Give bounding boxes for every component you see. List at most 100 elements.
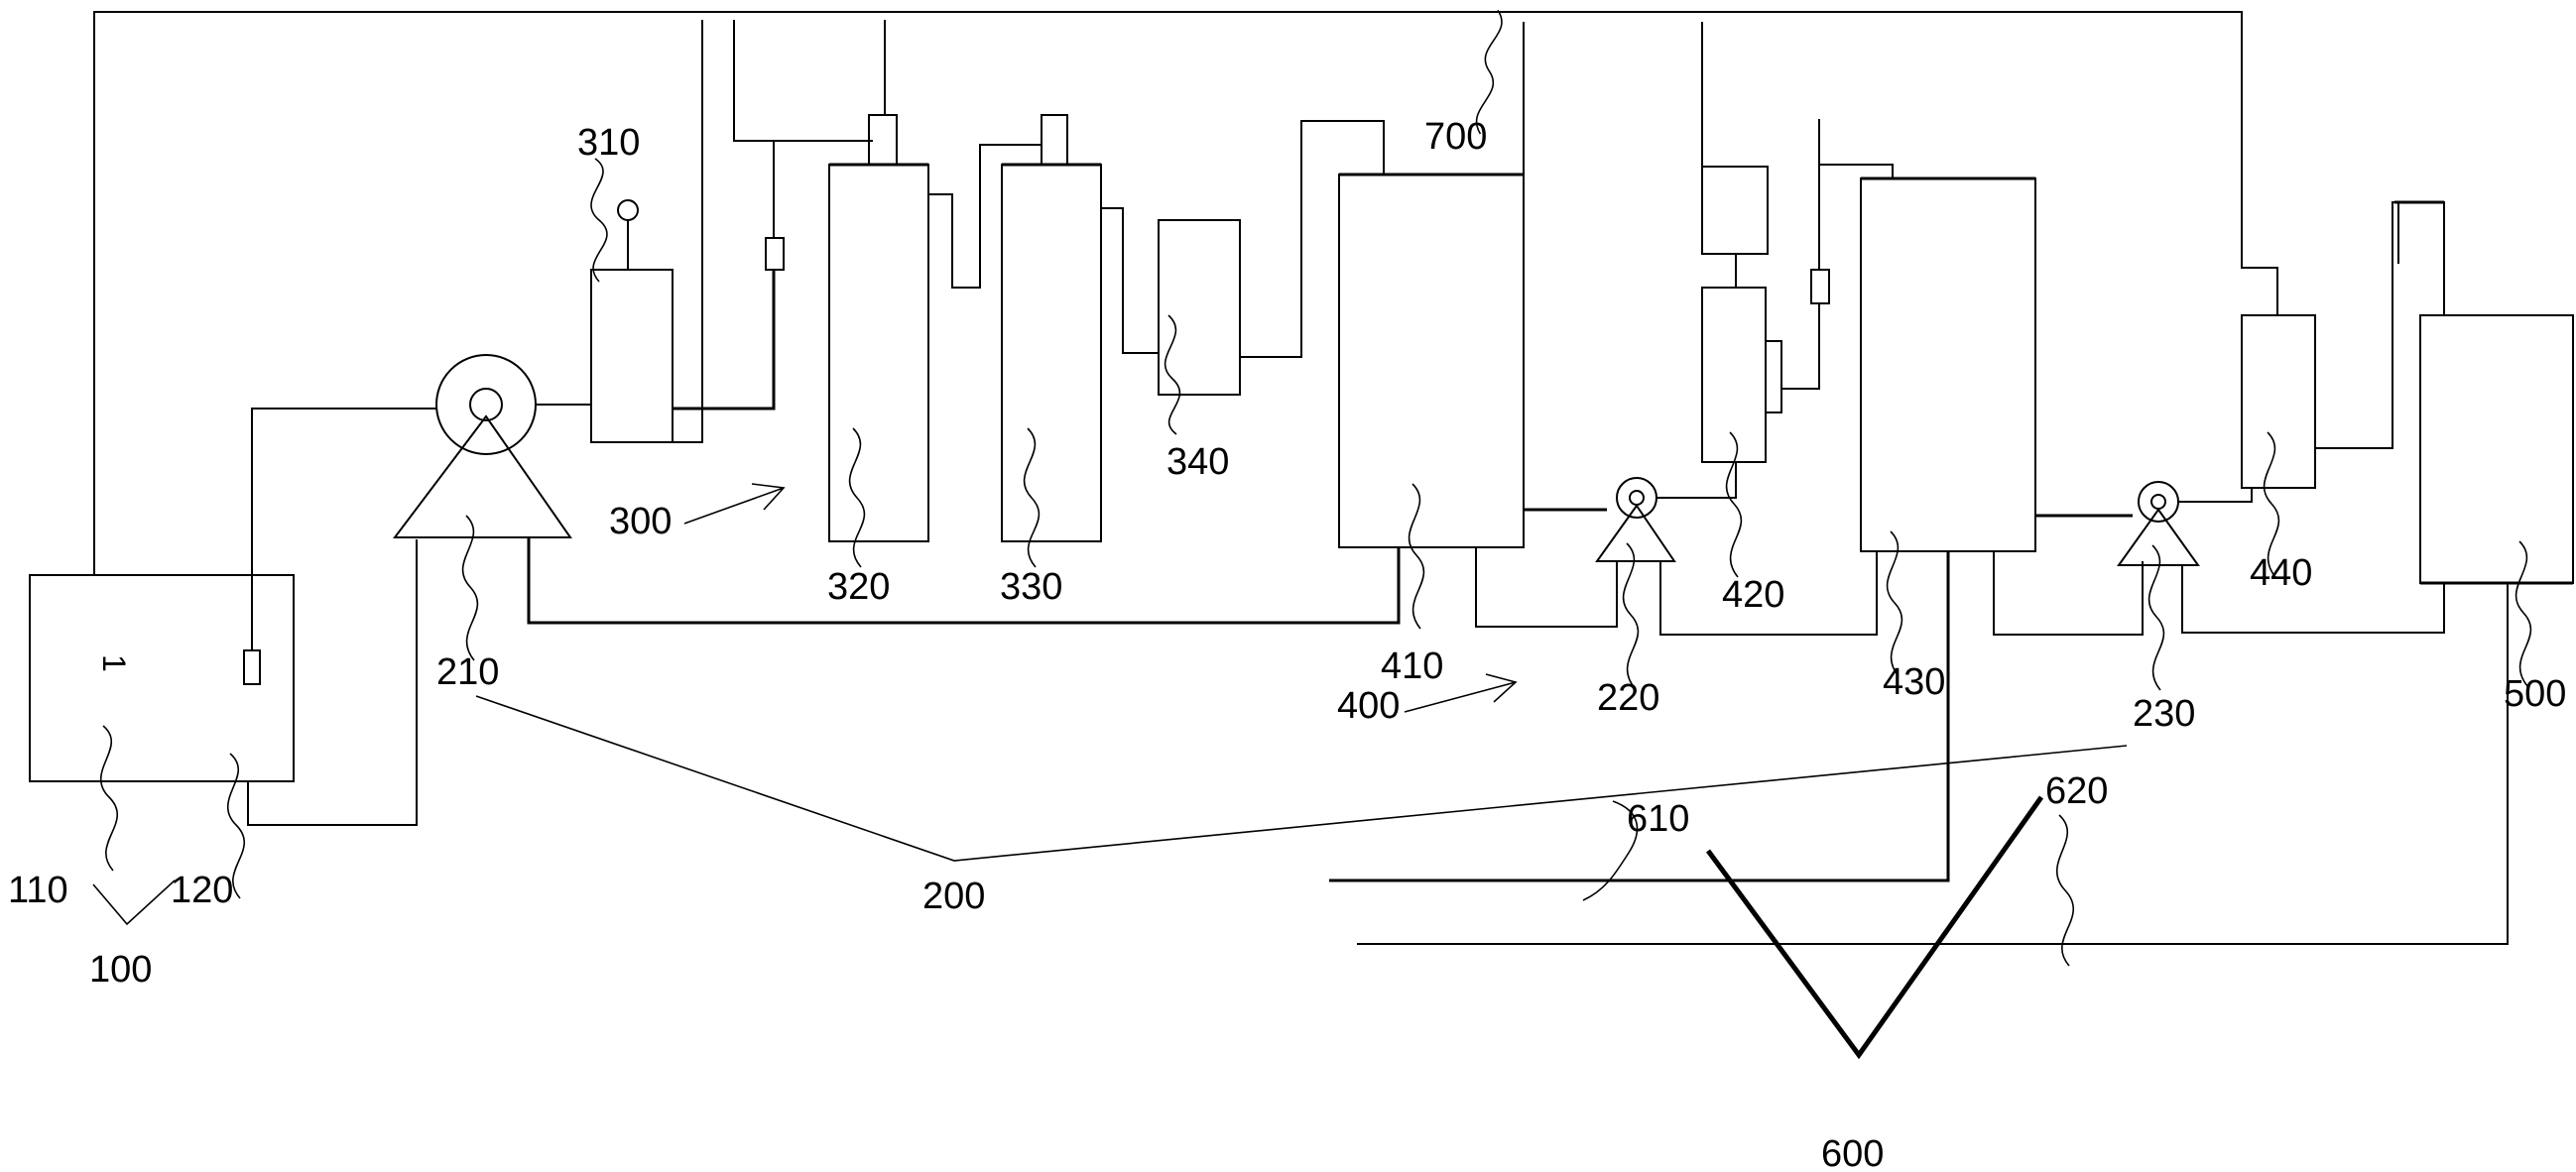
unit-420-out xyxy=(1781,303,1820,390)
filter-440 xyxy=(2241,314,2316,489)
riser-310 xyxy=(673,20,703,443)
tank-500 xyxy=(2394,200,2574,585)
arrow-400-shaft xyxy=(1404,681,1517,713)
tank-100 xyxy=(29,11,2278,826)
label-320: 320 xyxy=(827,566,890,608)
label-340: 340 xyxy=(1166,441,1229,483)
leader-440 xyxy=(2263,431,2280,578)
unit-400 xyxy=(527,22,2445,636)
pump-210-base xyxy=(392,414,572,538)
label-310: 310 xyxy=(577,122,640,164)
label-300: 300 xyxy=(609,501,672,542)
label-440: 440 xyxy=(2250,552,2312,594)
pump-230-outlet xyxy=(2178,488,2253,503)
label-110: 110 xyxy=(8,870,68,911)
pump-230-housing xyxy=(2138,481,2179,523)
leader-200 xyxy=(475,695,2128,862)
leader-500 xyxy=(2515,540,2532,687)
link-330-340 xyxy=(1101,207,1159,354)
label-400: 400 xyxy=(1337,685,1400,727)
line-310-out xyxy=(673,270,776,410)
tank-100-mark: 1 xyxy=(96,654,132,672)
leader-110 xyxy=(99,725,119,872)
column-330 xyxy=(1001,164,1102,542)
pump-210-center xyxy=(469,388,503,421)
pump-230-center xyxy=(2150,494,2166,510)
tank-430 xyxy=(1860,177,2036,552)
tank-410 xyxy=(1338,174,1525,548)
column-320 xyxy=(828,164,929,542)
label-230: 230 xyxy=(2133,693,2195,735)
label-620: 620 xyxy=(2045,770,2108,812)
outlets-600 xyxy=(1329,551,2509,1060)
line-410-bottom xyxy=(1475,547,1618,628)
arrow-300-shaft xyxy=(683,487,785,525)
leader-320 xyxy=(848,427,866,568)
pump-220-outlet xyxy=(1656,462,1737,499)
unit-420-top xyxy=(1701,166,1769,255)
pump-230-base xyxy=(2117,508,2200,566)
label-100: 100 xyxy=(89,949,152,991)
gauge-310 xyxy=(617,199,639,221)
label-600: 600 xyxy=(1821,1133,1884,1172)
leader-210 xyxy=(461,515,479,661)
unit-420-side xyxy=(1765,340,1782,413)
line-440-500 xyxy=(2315,201,2444,449)
filter-340 xyxy=(1158,219,1241,396)
link-320-330 xyxy=(928,144,1042,289)
pump-220-base xyxy=(1595,504,1676,562)
leader-420 xyxy=(1725,431,1743,578)
leader-230 xyxy=(2147,544,2165,691)
leader-610 xyxy=(1582,800,1639,901)
line-230-500 xyxy=(2181,565,2445,634)
level-sensor-120 xyxy=(243,649,261,685)
outlet-620-line xyxy=(1357,583,2509,945)
arrow-300-head xyxy=(751,483,786,511)
unit-300 xyxy=(590,20,1385,542)
leader-310 xyxy=(590,158,608,283)
tank-outlet-line xyxy=(247,539,418,826)
top-return-line xyxy=(93,11,2278,575)
leader-700 xyxy=(1475,9,1503,135)
valve-420 xyxy=(1810,269,1830,304)
pump-210 xyxy=(392,354,590,538)
label-700: 700 xyxy=(1424,116,1487,158)
label-500: 500 xyxy=(2504,673,2566,715)
label-210: 210 xyxy=(436,651,499,693)
pump-220-center xyxy=(1629,490,1645,506)
label-330: 330 xyxy=(1000,566,1062,608)
label-610: 610 xyxy=(1627,798,1689,840)
label-120: 120 xyxy=(171,870,233,911)
column-330-cap xyxy=(1041,114,1068,166)
leader-lines xyxy=(92,9,2532,967)
vessel-310 xyxy=(590,269,674,443)
leader-620 xyxy=(2055,814,2075,967)
sensor-line xyxy=(251,408,436,650)
link-340-410 xyxy=(1240,120,1385,358)
leader-330 xyxy=(1023,427,1041,568)
leader-120 xyxy=(226,753,246,899)
leader-410 xyxy=(1408,483,1425,630)
labels: 700 310 300 320 330 340 410 400 420 430 … xyxy=(8,116,2566,1172)
line-valve-430 xyxy=(1818,164,1894,270)
column-320-cap xyxy=(868,114,898,166)
leader-430 xyxy=(1886,530,1903,677)
pump-210-impeller-housing xyxy=(435,354,537,455)
line-220-430 xyxy=(1659,551,1878,636)
line-valve-up xyxy=(733,20,775,238)
outlet-600-bracket xyxy=(1705,795,2044,1060)
label-200: 200 xyxy=(922,876,985,917)
label-220: 220 xyxy=(1597,677,1659,719)
tank-body xyxy=(29,574,295,782)
brace-100 xyxy=(92,879,176,926)
outlet-610-line xyxy=(1329,551,1950,882)
label-410: 410 xyxy=(1381,645,1443,687)
tank-500-body xyxy=(2419,314,2574,584)
return-line-410-210 xyxy=(527,537,1401,625)
arrow-400-head xyxy=(1485,673,1518,703)
valve-310 xyxy=(765,237,785,271)
label-420: 420 xyxy=(1722,574,1784,616)
label-430: 430 xyxy=(1883,661,1945,703)
pump-220-housing xyxy=(1616,477,1657,519)
